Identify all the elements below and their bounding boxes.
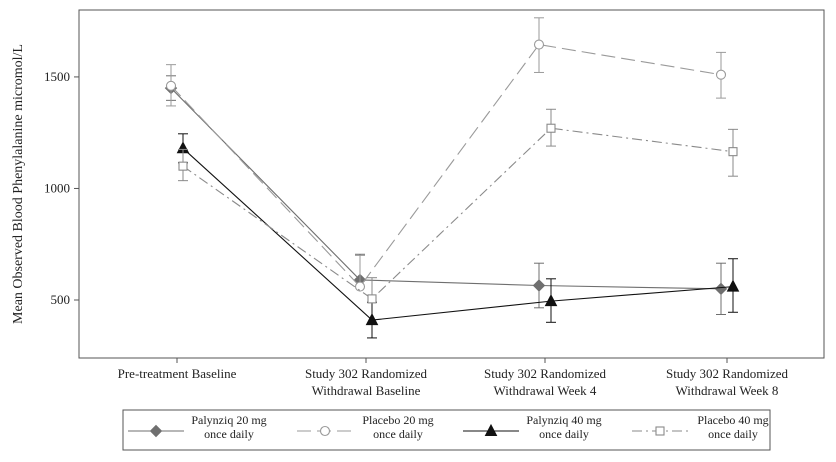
legend-box [122,409,771,451]
y-tick-label: 500 [51,292,71,307]
data-point [354,281,366,292]
series-line [182,127,734,300]
series-3 [176,133,740,339]
data-point [533,39,545,50]
x-axis: Pre-treatment Baseline Study 302 Randomiz… [118,358,789,398]
series-line [182,147,734,321]
data-point [715,69,727,80]
data-point [165,80,177,91]
y-tick-label: 1500 [44,69,70,84]
x-tick-label: Pre-treatment Baseline [118,366,237,381]
series-line [170,87,722,290]
legend-marker [484,423,498,436]
y-tick-label: 1000 [44,180,70,195]
data-point [726,279,740,292]
data-point [367,294,377,304]
data-point [544,294,558,307]
data-point [728,147,738,157]
y-axis-label: Mean Observed Blood Phenylalanine microm… [11,44,26,324]
data-point [532,279,546,292]
data-point [365,312,379,326]
data-point [546,123,556,133]
legend-marker [319,425,331,437]
series-2 [165,17,727,292]
series-layer [164,17,740,339]
series-line [170,43,722,288]
series-1 [164,75,728,315]
plot-area-border [78,9,825,359]
plot-frame [78,9,825,359]
y-axis: 500 1000 1500 [44,69,79,307]
data-point [714,282,728,296]
data-point [178,161,188,171]
legend-marker [655,426,665,436]
series-4 [178,108,738,304]
legend-marker [149,424,163,438]
